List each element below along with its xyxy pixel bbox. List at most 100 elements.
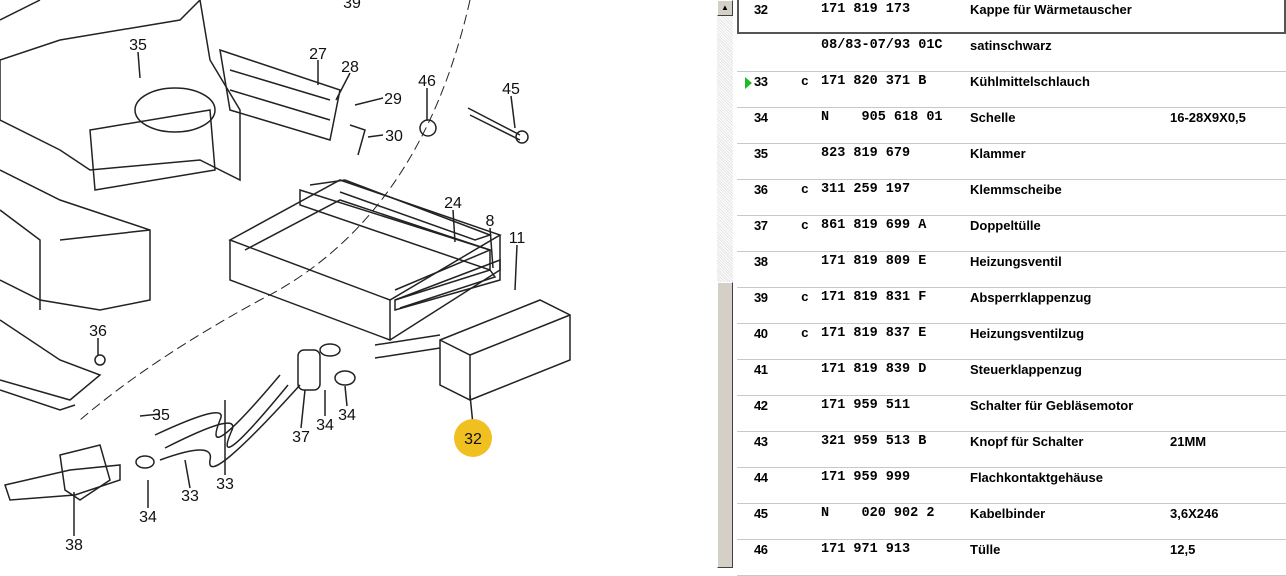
table-row[interactable]: 35 823 819 679 Klammer [737,144,1286,180]
callout-label[interactable]: 34 [316,417,334,434]
part-number: N 905 618 01 [821,110,943,125]
table-row[interactable]: 33 c 171 820 371 B Kühlmittelschlauch [737,72,1286,108]
callout-label[interactable]: 35 [152,407,170,424]
table-row-selected[interactable]: 32 171 819 173 Kappe für Wärmetauscher [737,0,1286,34]
description: Kühlmittelschlauch [970,74,1090,89]
description: Schelle [970,110,1016,125]
table-row[interactable]: 41 171 819 839 D Steuerklappenzug [737,360,1286,396]
position-number: 44 [754,470,768,485]
change-flag: c [801,74,809,89]
description: Klammer [970,146,1026,161]
scroll-up-arrow-icon[interactable]: ▲ [717,0,733,16]
position-number: 37 [754,218,768,233]
description: Schalter für Gebläsemotor [970,398,1134,413]
change-flag: c [801,218,809,233]
callout-label[interactable]: 37 [292,429,310,446]
remark: 3,6X246 [1170,506,1219,521]
callout-labels: 39 35 27 28 46 45 29 30 24 8 11 36 35 37… [65,0,525,554]
description: Heizungsventil [970,254,1062,269]
change-flag: c [801,182,809,197]
part-number: 171 819 831 F [821,290,927,305]
table-row[interactable]: 46 171 971 913 Tülle 12,5 [737,540,1286,576]
description: Steuerklappenzug [970,362,1082,377]
callout-label[interactable]: 29 [384,91,402,108]
position-number: 43 [754,434,768,449]
parts-table: 32 171 819 173 Kappe für Wärmetauscher 08/8… [737,0,1286,576]
callout-label[interactable]: 8 [486,213,495,230]
callout-label[interactable]: 34 [139,509,157,526]
parts-diagram: 39 35 27 28 46 45 29 30 24 8 11 36 35 37… [0,0,571,554]
position-number: 33 [754,74,768,89]
position-number: 38 [754,254,768,269]
diagram-linework [0,0,571,536]
description: Klemmscheibe [970,182,1062,197]
part-number: 823 819 679 [821,146,911,161]
position-number: 46 [754,542,768,557]
table-row[interactable]: 36 c 311 259 197 Klemmscheibe [737,180,1286,216]
table-row[interactable]: 42 171 959 511 Schalter für Gebläsemotor [737,396,1286,432]
part-number: 311 259 197 [821,182,911,197]
callout-label[interactable]: 33 [216,476,234,493]
callout-label[interactable]: 11 [509,230,526,247]
table-row[interactable]: 08/83-07/93 01C satinschwarz [737,36,1286,72]
part-number: 171 819 839 D [821,362,927,377]
part-number: N 020 902 2 [821,506,935,521]
change-flag: c [801,326,809,341]
description: Knopf für Schalter [970,434,1084,449]
description: Kappe für Wärmetauscher [970,2,1132,17]
position-number: 36 [754,182,768,197]
description: Absperrklappenzug [970,290,1092,305]
part-number: 171 819 809 E [821,254,927,269]
callout-label[interactable]: 35 [129,37,147,54]
description: Flachkontaktgehäuse [970,470,1103,485]
description: Heizungsventilzug [970,326,1085,341]
highlighted-callout-marker[interactable] [454,419,492,457]
part-number: 171 819 837 E [821,326,927,341]
table-row[interactable]: 38 171 819 809 E Heizungsventil [737,252,1286,288]
callout-label[interactable]: 28 [341,59,359,76]
callout-label[interactable]: 39 [343,0,361,12]
remark: 16-28X9X0,5 [1170,110,1246,125]
table-row[interactable]: 37 c 861 819 699 A Doppeltülle [737,216,1286,252]
table-row[interactable]: 34 N 905 618 01 Schelle 16-28X9X0,5 [737,108,1286,144]
position-number: 34 [754,110,768,125]
remark: 12,5 [1170,542,1196,557]
callout-label[interactable]: 36 [89,323,107,340]
part-number: 171 819 173 [821,2,911,17]
part-number: 171 971 913 [821,542,911,557]
position-number: 35 [754,146,768,161]
callout-label-selected[interactable]: 32 [464,431,482,448]
callout-label[interactable]: 45 [502,81,520,98]
position-number: 41 [754,362,768,377]
description: Tülle [970,542,1001,557]
callout-label[interactable]: 38 [65,537,83,554]
callout-label[interactable]: 27 [309,46,327,63]
position-number: 39 [754,290,768,305]
change-flag: c [801,290,809,305]
scroll-thumb[interactable] [717,282,733,568]
description: satinschwarz [970,38,1052,53]
current-row-arrow-icon [745,77,752,89]
part-number: 171 820 371 B [821,74,927,89]
table-row[interactable]: 45 N 020 902 2 Kabelbinder 3,6X246 [737,504,1286,540]
table-row[interactable]: 44 171 959 999 Flachkontaktgehäuse [737,468,1286,504]
description: Doppeltülle [970,218,1041,233]
position-number: 32 [754,2,768,17]
remark: 21MM [1170,434,1207,449]
callout-label[interactable]: 34 [338,407,356,424]
position-number: 45 [754,506,768,521]
part-number: 171 959 511 [821,398,911,413]
part-number: 08/83-07/93 01C [821,38,943,53]
callout-label[interactable]: 46 [418,73,436,90]
callout-label[interactable]: 24 [444,195,462,212]
position-number: 42 [754,398,768,413]
callout-label[interactable]: 33 [181,488,199,505]
description: Kabelbinder [970,506,1046,521]
callout-label[interactable]: 30 [385,128,403,145]
vertical-scrollbar[interactable]: ▲ [717,0,733,568]
table-row[interactable]: 39 c 171 819 831 F Absperrklappenzug [737,288,1286,324]
part-number: 861 819 699 A [821,218,927,233]
part-number: 171 959 999 [821,470,911,485]
